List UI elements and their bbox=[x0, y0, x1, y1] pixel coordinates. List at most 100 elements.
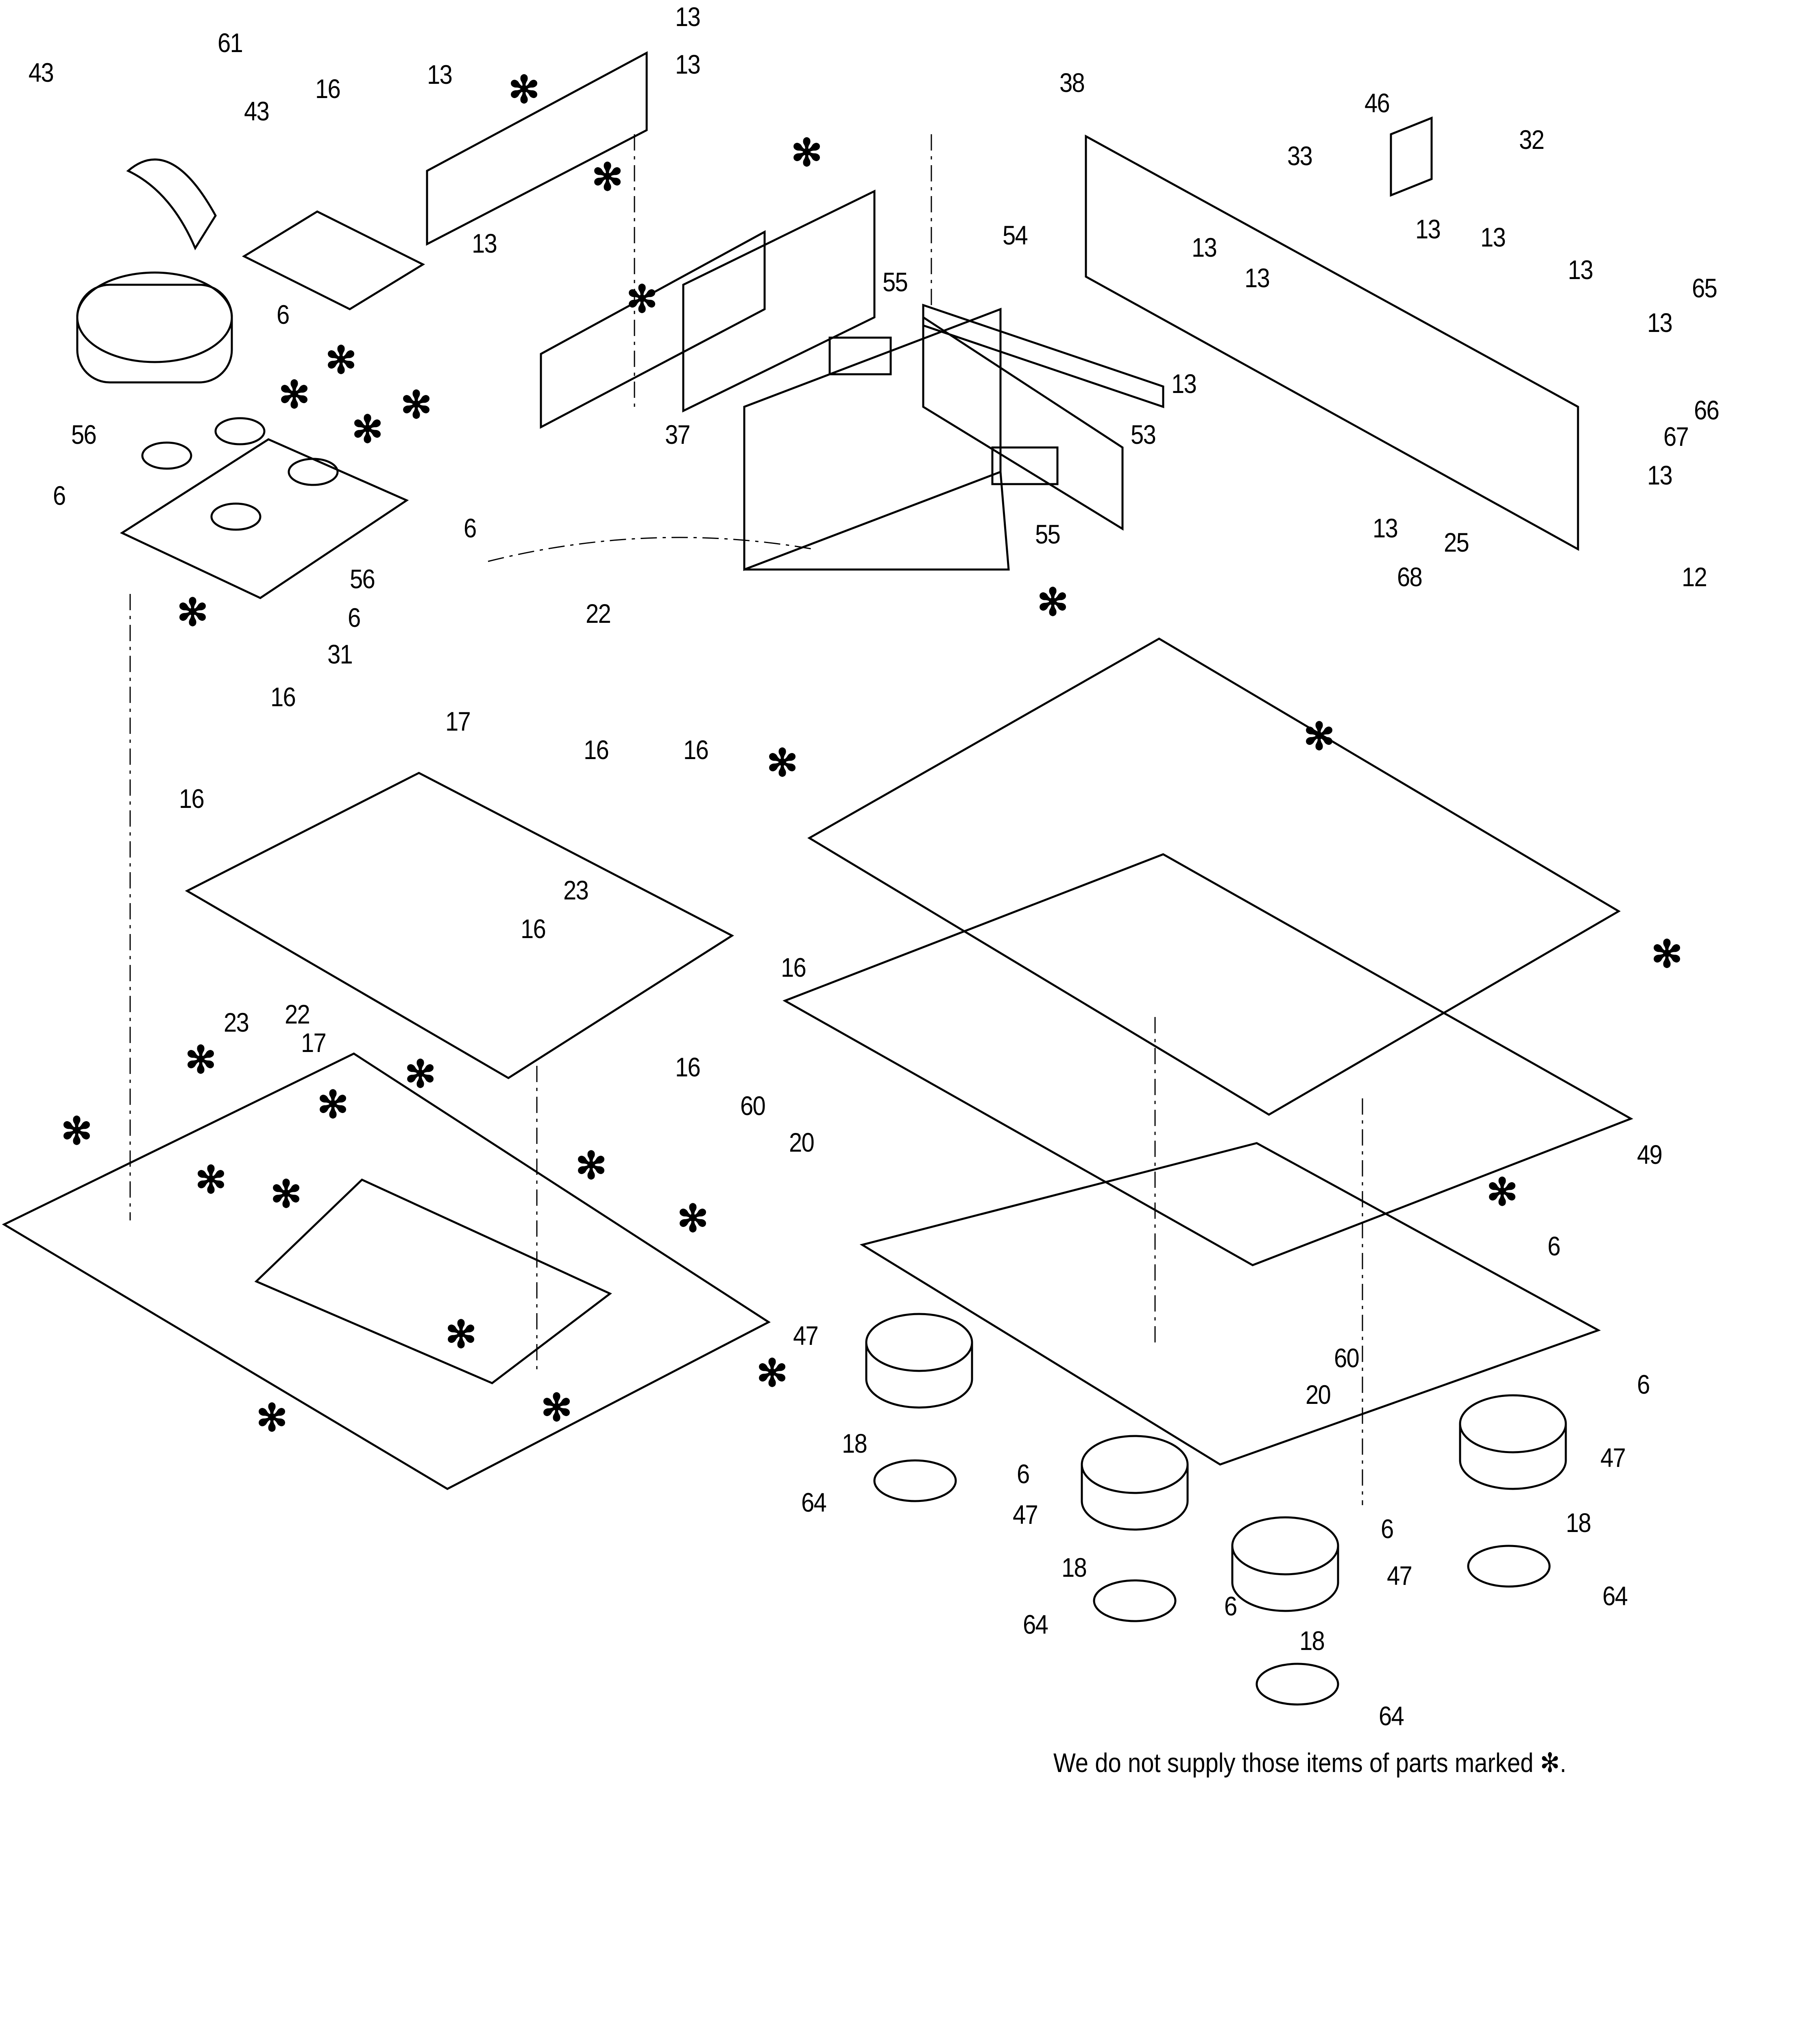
callout-37: 37 bbox=[665, 419, 691, 450]
asterisk-icon: ✻ bbox=[317, 1084, 349, 1126]
callout-53: 53 bbox=[1131, 419, 1156, 450]
callout-68: 68 bbox=[1397, 562, 1423, 592]
label-sheet-61 bbox=[126, 158, 217, 251]
callout-20: 20 bbox=[789, 1127, 815, 1157]
callout-64: 64 bbox=[1023, 1609, 1048, 1639]
callout-54: 54 bbox=[1003, 220, 1028, 250]
bracket-plate bbox=[120, 438, 409, 599]
callout-33: 33 bbox=[1287, 141, 1313, 171]
callout-64: 64 bbox=[1379, 1701, 1404, 1731]
callout-13: 13 bbox=[1192, 232, 1217, 262]
callout-6: 6 bbox=[277, 299, 290, 330]
callout-6: 6 bbox=[464, 513, 477, 543]
guide-lines bbox=[129, 134, 1363, 1505]
power-inlet-46 bbox=[1390, 116, 1433, 197]
main-pcb bbox=[185, 772, 735, 1079]
callout-22: 22 bbox=[285, 999, 310, 1029]
asterisk-icon: ✻ bbox=[405, 1054, 436, 1095]
callout-6: 6 bbox=[1548, 1231, 1561, 1261]
transformer bbox=[76, 271, 233, 384]
callout-55: 55 bbox=[883, 267, 908, 297]
asterisk-icon: ✻ bbox=[767, 742, 798, 784]
callout-13: 13 bbox=[1647, 308, 1673, 338]
callout-64: 64 bbox=[801, 1487, 827, 1517]
callout-23: 23 bbox=[224, 1007, 249, 1037]
pad-64 bbox=[1255, 1663, 1339, 1706]
callout-61: 61 bbox=[218, 28, 243, 58]
asterisk-icon: ✻ bbox=[177, 592, 209, 633]
callout-13: 13 bbox=[675, 2, 701, 32]
bottom-plate-left-window bbox=[254, 1178, 612, 1384]
callout-17: 17 bbox=[301, 1028, 327, 1058]
callout-43: 43 bbox=[28, 57, 54, 87]
callout-67: 67 bbox=[1663, 421, 1689, 452]
bottom-plate-left bbox=[2, 1052, 771, 1490]
chassis-top bbox=[807, 637, 1621, 1116]
callout-38: 38 bbox=[1059, 68, 1085, 98]
callout-17: 17 bbox=[445, 706, 471, 736]
callout-47: 47 bbox=[793, 1320, 819, 1351]
callout-18: 18 bbox=[1061, 1552, 1087, 1582]
small-pcb bbox=[242, 210, 425, 310]
asterisk-icon: ✻ bbox=[677, 1198, 709, 1240]
callout-16: 16 bbox=[521, 914, 546, 944]
foot-56 bbox=[141, 441, 192, 470]
asterisk-icon: ✻ bbox=[401, 384, 432, 426]
asterisk-icon: ✻ bbox=[575, 1145, 607, 1187]
asterisk-icon: ✻ bbox=[592, 157, 623, 198]
foot-47 bbox=[1231, 1516, 1339, 1612]
cover-54 bbox=[922, 303, 1164, 408]
callout-6: 6 bbox=[348, 602, 361, 633]
foot-47 bbox=[1459, 1394, 1567, 1490]
callout-25: 25 bbox=[1444, 527, 1469, 557]
asterisk-icon: ✻ bbox=[352, 409, 384, 450]
asterisk-icon: ✻ bbox=[508, 69, 540, 111]
asterisk-icon: ✻ bbox=[185, 1039, 217, 1081]
asterisk-icon: ✻ bbox=[1487, 1172, 1518, 1213]
callout-6: 6 bbox=[1224, 1591, 1237, 1621]
callout-18: 18 bbox=[1299, 1626, 1325, 1656]
callout-13: 13 bbox=[1373, 513, 1398, 543]
callout-13: 13 bbox=[1568, 255, 1593, 285]
callout-16: 16 bbox=[584, 735, 609, 765]
callout-16: 16 bbox=[683, 735, 709, 765]
callout-16: 16 bbox=[179, 783, 205, 814]
block-55 bbox=[991, 446, 1059, 485]
pad-64 bbox=[1093, 1579, 1177, 1622]
asterisk-icon: ✻ bbox=[1651, 934, 1683, 975]
callout-13: 13 bbox=[1647, 460, 1673, 490]
foot-47 bbox=[1081, 1435, 1189, 1531]
asterisk-icon: ✻ bbox=[325, 340, 357, 381]
callout-56: 56 bbox=[350, 564, 375, 594]
asterisk-icon: ✻ bbox=[195, 1159, 227, 1201]
callout-32: 32 bbox=[1519, 124, 1545, 155]
callout-47: 47 bbox=[1387, 1560, 1412, 1591]
asterisk-icon: ✻ bbox=[279, 374, 310, 416]
asterisk-icon: ✻ bbox=[791, 132, 823, 174]
callout-47: 47 bbox=[1600, 1443, 1626, 1473]
callout-13: 13 bbox=[1480, 222, 1506, 252]
callout-65: 65 bbox=[1692, 273, 1718, 303]
foot-56 bbox=[210, 502, 262, 531]
callout-22: 22 bbox=[586, 598, 611, 629]
callout-56: 56 bbox=[71, 419, 97, 450]
power-box-37 bbox=[743, 308, 1010, 571]
foot-47 bbox=[865, 1313, 973, 1409]
callout-60: 60 bbox=[740, 1091, 766, 1121]
asterisk-icon: ✻ bbox=[626, 279, 658, 320]
callout-13: 13 bbox=[1245, 263, 1270, 293]
asterisk-icon: ✻ bbox=[256, 1397, 288, 1439]
rear-panel-38 bbox=[1085, 134, 1579, 551]
top-bracket-2 bbox=[540, 230, 766, 429]
pcb-board bbox=[682, 189, 876, 413]
callout-13: 13 bbox=[1171, 369, 1197, 399]
foot-56 bbox=[214, 417, 266, 445]
pad-64 bbox=[873, 1459, 957, 1502]
callout-13: 13 bbox=[427, 59, 453, 89]
callout-18: 18 bbox=[842, 1428, 867, 1458]
callout-6: 6 bbox=[1637, 1369, 1650, 1399]
callout-64: 64 bbox=[1602, 1581, 1628, 1611]
block-55 bbox=[828, 336, 892, 375]
callout-60: 60 bbox=[1334, 1343, 1360, 1373]
